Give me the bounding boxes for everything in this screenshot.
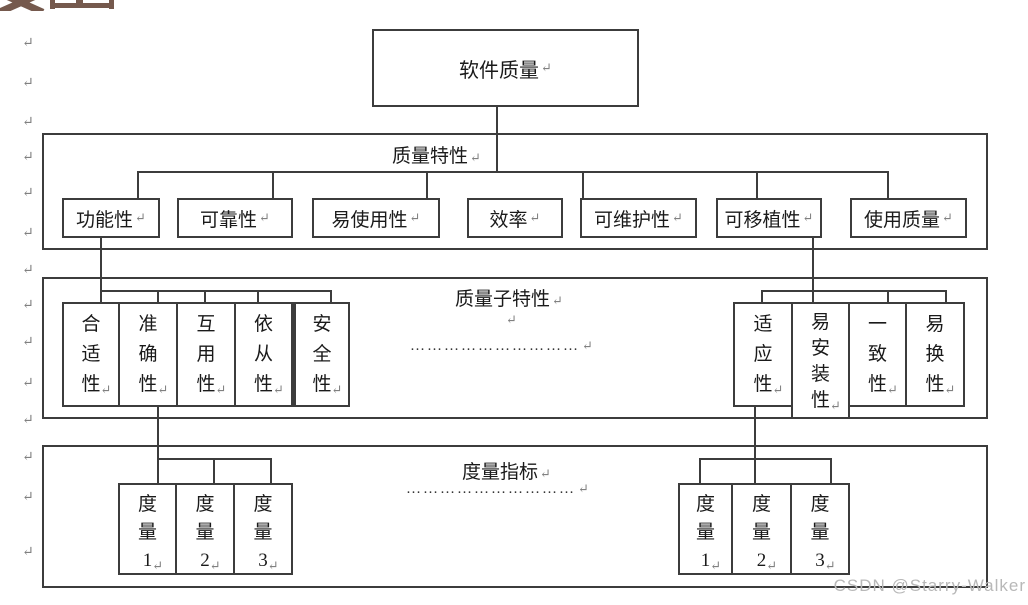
paragraph-mark: ↵ xyxy=(22,545,34,560)
node-efficiency: 效率↵ xyxy=(467,198,563,238)
paragraph-mark: ↵ xyxy=(942,210,953,225)
csdn-watermark: CSDN @Starry-Walker xyxy=(833,576,1026,595)
paragraph-mark: ↵ xyxy=(22,450,34,465)
band-metrics xyxy=(42,445,988,588)
node-accuracy: 准确性↵ xyxy=(118,302,178,407)
node-replaceability: 易换性↵ xyxy=(905,302,965,407)
node-interoperability: 互用性↵ xyxy=(176,302,236,407)
node-software-quality: 软件质量↵ xyxy=(372,29,639,107)
paragraph-mark: ↵ xyxy=(506,312,517,327)
fragment-stroke xyxy=(76,0,83,4)
fragment-stroke xyxy=(52,3,114,8)
node-security: 安全性↵ xyxy=(291,302,350,407)
node-quality-in-use: 使用质量↵ xyxy=(850,198,967,238)
node-label: 软件质量 xyxy=(459,59,540,82)
band-quality-characteristics xyxy=(42,133,988,250)
node-label: 可维护性 xyxy=(594,209,671,231)
clipped-heading-fragment xyxy=(0,0,130,11)
paragraph-mark: ↵ xyxy=(529,210,541,225)
label-quality-subcharacteristics: 质量子特性↵ xyxy=(455,284,563,311)
ellipsis-subcharacteristics: …………………………↵ xyxy=(410,338,595,355)
paragraph-mark: ↵ xyxy=(409,210,421,225)
node-label: 可移植性 xyxy=(724,209,801,231)
band-label-text: 度量指标 xyxy=(462,462,539,483)
node-maintainability: 可维护性↵ xyxy=(580,198,697,238)
node-consistency: 一致性↵ xyxy=(848,302,907,407)
node-adaptability: 适应性↵ xyxy=(733,302,793,407)
fragment-stroke xyxy=(109,0,114,9)
fragment-stroke xyxy=(50,0,55,9)
paragraph-mark: ↵ xyxy=(22,263,34,278)
node-suitability: 合适性↵ xyxy=(62,302,120,407)
paragraph-mark: ↵ xyxy=(540,466,551,481)
label-metrics: 度量指标↵ xyxy=(462,457,551,484)
node-label: 效率 xyxy=(489,209,528,231)
ellipsis-text: ………………………… xyxy=(410,338,580,354)
paragraph-mark: ↵ xyxy=(259,210,270,225)
node-reliability: 可靠性↵ xyxy=(177,198,293,238)
node-installability: 易安装性↵ xyxy=(791,302,850,419)
node-label: 功能性 xyxy=(76,209,134,231)
paragraph-mark: ↵ xyxy=(578,481,591,496)
node-functionality: 功能性↵ xyxy=(62,198,160,238)
paragraph-mark: ↵ xyxy=(22,298,34,313)
paragraph-mark: ↵ xyxy=(22,413,34,428)
node-label: 使用质量 xyxy=(864,209,941,231)
paragraph-mark: ↵ xyxy=(22,490,34,505)
paragraph-mark: ↵ xyxy=(135,210,146,225)
paragraph-mark: ↵ xyxy=(552,293,563,308)
node-compliance: 依从性↵ xyxy=(234,302,293,407)
paragraph-mark: ↵ xyxy=(22,226,34,241)
node-usability: 易使用性↵ xyxy=(312,198,440,238)
paragraph-mark: ↵ xyxy=(22,186,34,201)
band-quality-subcharacteristics xyxy=(42,277,988,419)
paragraph-mark: ↵ xyxy=(470,150,481,165)
node-portability: 可移植性↵ xyxy=(716,198,822,238)
paragraph-mark: ↵ xyxy=(22,376,34,391)
paragraph-mark: ↵ xyxy=(22,335,34,350)
paragraph-mark: ↵ xyxy=(541,60,552,75)
band-label-text: 质量特性 xyxy=(392,146,469,167)
paragraph-mark: ↵ xyxy=(22,76,34,91)
node-label: 可靠性 xyxy=(200,209,258,231)
paragraph-mark: ↵ xyxy=(802,210,814,225)
band-label-text: 质量子特性 xyxy=(455,289,551,310)
node-label: 易使用性 xyxy=(331,209,408,231)
paragraph-mark: ↵ xyxy=(22,115,34,130)
label-quality-characteristics: 质量特性↵ xyxy=(392,141,481,168)
paragraph-mark: ↵ xyxy=(22,150,34,165)
ellipsis-text: ………………………… xyxy=(406,481,576,497)
paragraph-mark: ↵ xyxy=(582,338,595,353)
paragraph-mark: ↵ xyxy=(22,36,34,51)
ellipsis-metrics: …………………………↵ xyxy=(406,481,591,498)
paragraph-mark: ↵ xyxy=(672,210,683,225)
